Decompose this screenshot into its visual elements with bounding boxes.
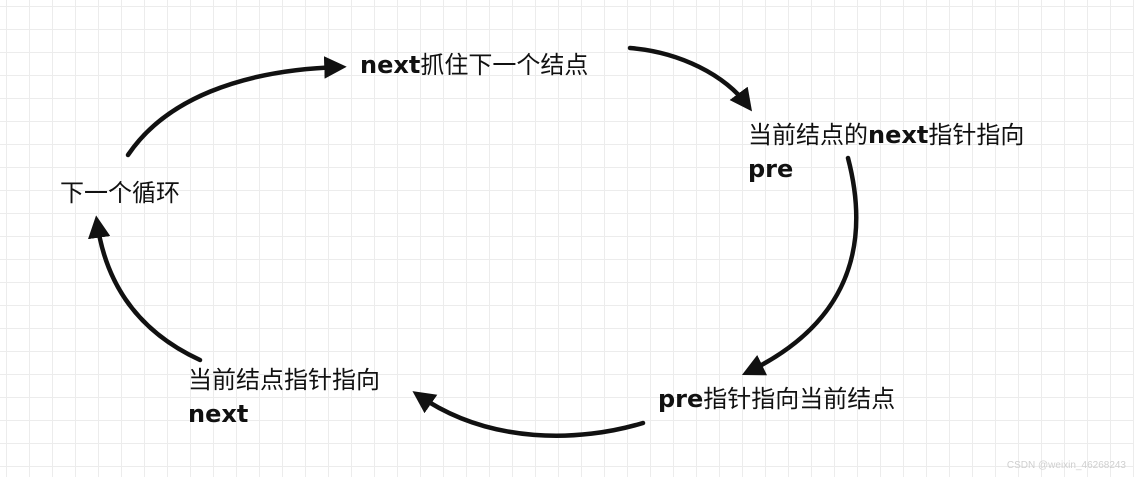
node-pre-to-cur: pre指针指向当前结点: [658, 382, 895, 416]
node-pre-to-cur-latin: pre: [658, 385, 704, 413]
node-cur-to-next-line2: next: [188, 400, 249, 428]
node-grab-next-cjk: 抓住下一个结点: [420, 51, 589, 79]
node-cur-to-next-line1: 当前结点指针指向: [188, 366, 380, 394]
node-next-loop: 下一个循环: [60, 179, 180, 207]
node-cur-next-to-pre-line1: 当前结点的next指针指向: [748, 118, 1024, 152]
node-cur-next-to-pre-cjk: 当前结点的: [748, 121, 868, 149]
arrow-pre-cur-to-cur-next: [412, 391, 646, 438]
node-cur-to-next: 当前结点指针指向 next: [188, 363, 380, 431]
node-pre-to-cur-cjk: 指针指向当前结点: [703, 385, 896, 413]
arrow-grab-next-to-cur-next: [627, 45, 753, 112]
node-cur-next-to-pre: 当前结点的next指针指向 pre: [748, 118, 1024, 186]
arrow-cur-next-to-pre-cur: [741, 155, 859, 376]
node-cur-next-to-pre-latin: next: [868, 121, 929, 149]
arrow-cur-next-to-loop: [88, 215, 203, 363]
watermark: CSDN @weixin_46268243: [1006, 460, 1126, 471]
node-cur-next-to-pre-line2: pre: [748, 155, 794, 183]
node-cur-next-to-pre-cjk2: 指针指向: [928, 121, 1025, 149]
node-grab-next-node: next抓住下一个结点: [360, 48, 588, 82]
node-grab-next-latin: next: [360, 51, 421, 79]
arrow-loop-to-grab-next: [125, 56, 347, 158]
